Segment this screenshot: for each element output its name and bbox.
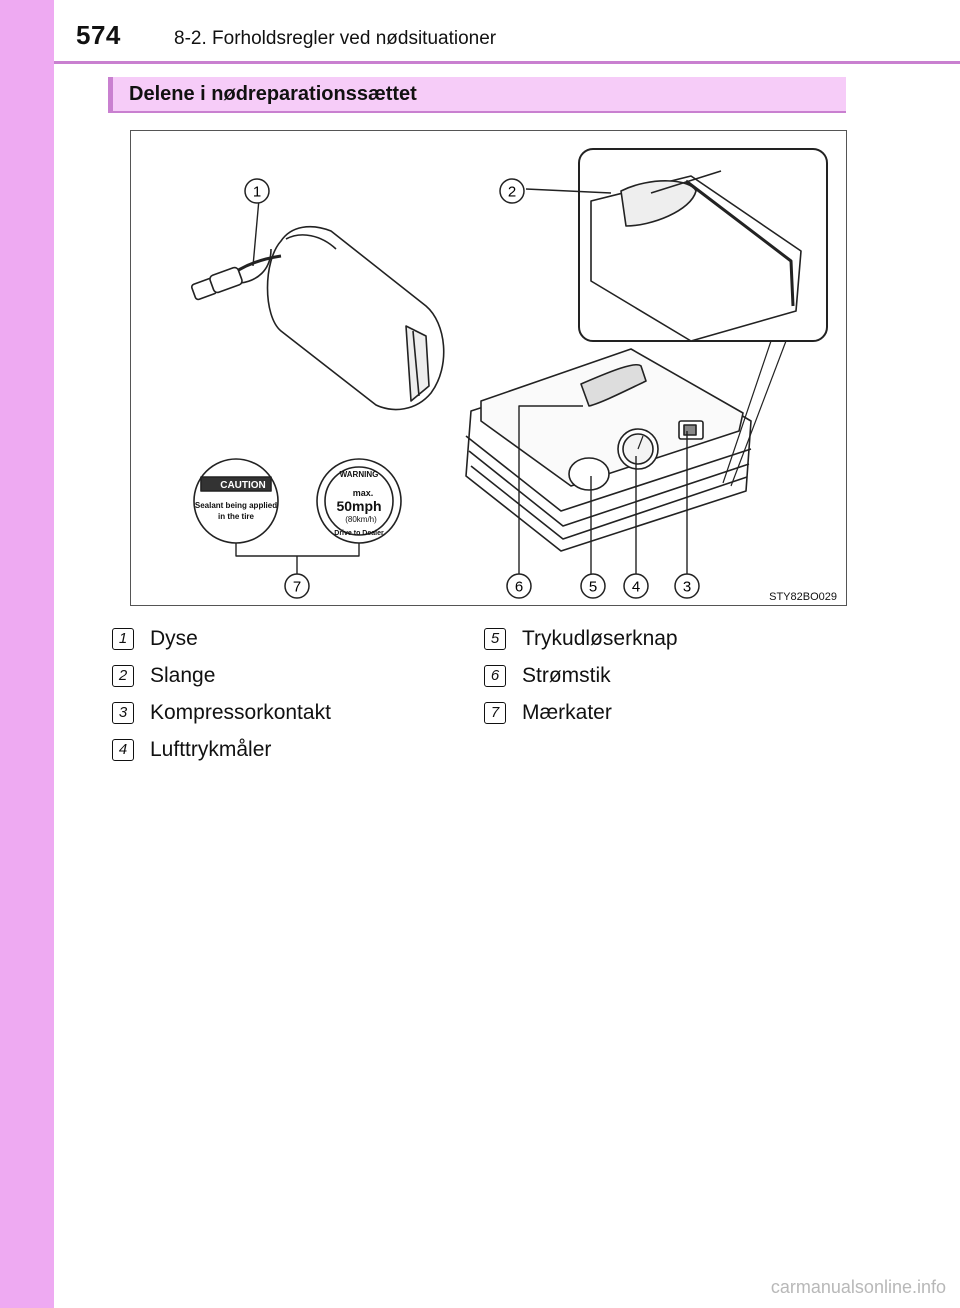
repair-kit-figure: CAUTION Sealant being applied in the tir… bbox=[130, 130, 847, 606]
number-badge: 3 bbox=[112, 701, 134, 724]
side-tab-bar bbox=[0, 0, 54, 1308]
warning-sticker-kmh: (80km/h) bbox=[345, 515, 377, 524]
legend-label: Mærkater bbox=[522, 700, 612, 724]
number-badge: 6 bbox=[484, 664, 506, 687]
legend-label: Slange bbox=[150, 663, 216, 687]
legend-label: Lufttrykmåler bbox=[150, 737, 272, 761]
caution-sticker-text-2: in the tire bbox=[218, 512, 255, 521]
section-heading-box: Delene i nødreparationssættet bbox=[108, 77, 846, 113]
number-badge: 2 bbox=[112, 664, 134, 687]
legend-right-column: 5 Trykudløserknap 6 Strømstik 7 Mærkater bbox=[484, 620, 678, 731]
stickers-drawing bbox=[193, 458, 402, 576]
legend-item: 3 Kompressorkontakt bbox=[112, 694, 331, 731]
number-badge: 5 bbox=[484, 627, 506, 650]
number-badge: 7 bbox=[484, 701, 506, 724]
legend-item: 6 Strømstik bbox=[484, 657, 678, 694]
number-badge: 4 bbox=[112, 738, 134, 761]
repair-kit-illustration: CAUTION Sealant being applied in the tir… bbox=[190, 148, 837, 603]
legend-left-column: 1 Dyse 2 Slange 3 Kompressorkontakt 4 Lu… bbox=[112, 620, 331, 768]
compressor-drawing bbox=[465, 348, 752, 589]
callout-1: 1 bbox=[253, 184, 261, 201]
callout-3: 3 bbox=[683, 579, 691, 596]
figure-code: STY82BO029 bbox=[769, 591, 837, 603]
legend-label: Kompressorkontakt bbox=[150, 700, 331, 724]
section-title: Delene i nødreparationssættet bbox=[129, 83, 417, 105]
legend-item: 5 Trykudløserknap bbox=[484, 620, 678, 657]
legend-label: Dyse bbox=[150, 626, 198, 650]
warning-sticker-speed: 50mph bbox=[336, 498, 381, 514]
callout-4: 4 bbox=[632, 579, 640, 596]
caution-sticker-label: CAUTION bbox=[220, 480, 266, 491]
page-number: 574 bbox=[76, 20, 121, 50]
callout-2: 2 bbox=[508, 184, 516, 201]
sealant-bottle-drawing bbox=[190, 198, 445, 411]
watermark: carmanualsonline.info bbox=[770, 1277, 946, 1297]
legend-item: 4 Lufttrykmåler bbox=[112, 731, 331, 768]
warning-sticker-max: max. bbox=[353, 488, 374, 498]
number-badge: 1 bbox=[112, 627, 134, 650]
caution-sticker-text-1: Sealant being applied bbox=[195, 501, 277, 510]
legend-label: Trykudløserknap bbox=[522, 626, 678, 650]
legend-label: Strømstik bbox=[522, 663, 611, 687]
warning-sticker-label: WARNING bbox=[340, 470, 379, 479]
callout-6: 6 bbox=[515, 579, 523, 596]
legend-item: 2 Slange bbox=[112, 657, 331, 694]
callout-7: 7 bbox=[293, 579, 301, 596]
legend-item: 1 Dyse bbox=[112, 620, 331, 657]
header-rule bbox=[54, 61, 960, 64]
warning-sticker-bottom: Drive to Dealer bbox=[334, 530, 384, 537]
inset-detail-drawing bbox=[525, 148, 828, 487]
callout-5: 5 bbox=[589, 579, 597, 596]
chapter-title: 8-2. Forholdsregler ved nødsituationer bbox=[174, 28, 497, 49]
legend-item: 7 Mærkater bbox=[484, 694, 678, 731]
